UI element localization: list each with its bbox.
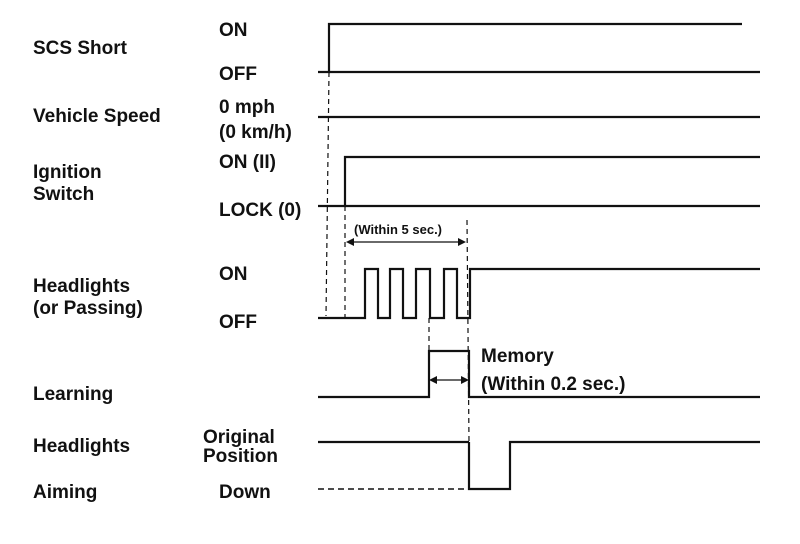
arrowhead-right-02 <box>461 376 469 384</box>
arrowhead-right-5 <box>458 238 466 246</box>
wave-ignition <box>318 155 760 208</box>
label-vehicle-speed: Vehicle Speed <box>33 106 161 127</box>
label-ignition-line2: Switch <box>33 184 94 205</box>
state-aiming-position: Position <box>203 446 278 467</box>
state-speed-mph: 0 mph <box>219 97 275 118</box>
arrowhead-left-5 <box>346 238 354 246</box>
wave-aiming <box>467 440 760 491</box>
label-scs-short: SCS Short <box>33 38 128 59</box>
state-headlights-on: ON <box>219 264 248 285</box>
wave-headlights-passing <box>318 267 760 320</box>
annotation-within-02: (Within 0.2 sec.) <box>481 374 625 395</box>
annotation-within-5: (Within 5 sec.) <box>354 222 442 237</box>
guide-learning-end <box>466 219 470 443</box>
label-headlights-passing-line2: (or Passing) <box>33 298 143 319</box>
label-learning: Learning <box>33 384 113 405</box>
state-aiming-original: Original <box>203 427 275 448</box>
state-scs-off: OFF <box>219 64 257 85</box>
label-headlights-aiming-line2: Aiming <box>33 482 97 503</box>
arrowhead-left-02 <box>429 376 437 384</box>
label-headlights-passing-line1: Headlights <box>33 276 130 297</box>
state-headlights-off: OFF <box>219 312 257 333</box>
label-ignition-line1: Ignition <box>33 162 102 183</box>
wave-learning <box>318 349 760 399</box>
state-speed-kmh: (0 km/h) <box>219 122 292 143</box>
annotation-memory: Memory <box>481 346 554 367</box>
state-scs-on: ON <box>219 20 248 41</box>
guide-scs <box>325 71 330 317</box>
label-headlights-aiming-line1: Headlights <box>33 436 130 457</box>
state-ignition-on: ON (II) <box>219 152 276 173</box>
wave-scs-short <box>318 22 742 74</box>
state-aiming-down: Down <box>219 482 271 503</box>
state-ignition-lock: LOCK (0) <box>219 200 301 221</box>
